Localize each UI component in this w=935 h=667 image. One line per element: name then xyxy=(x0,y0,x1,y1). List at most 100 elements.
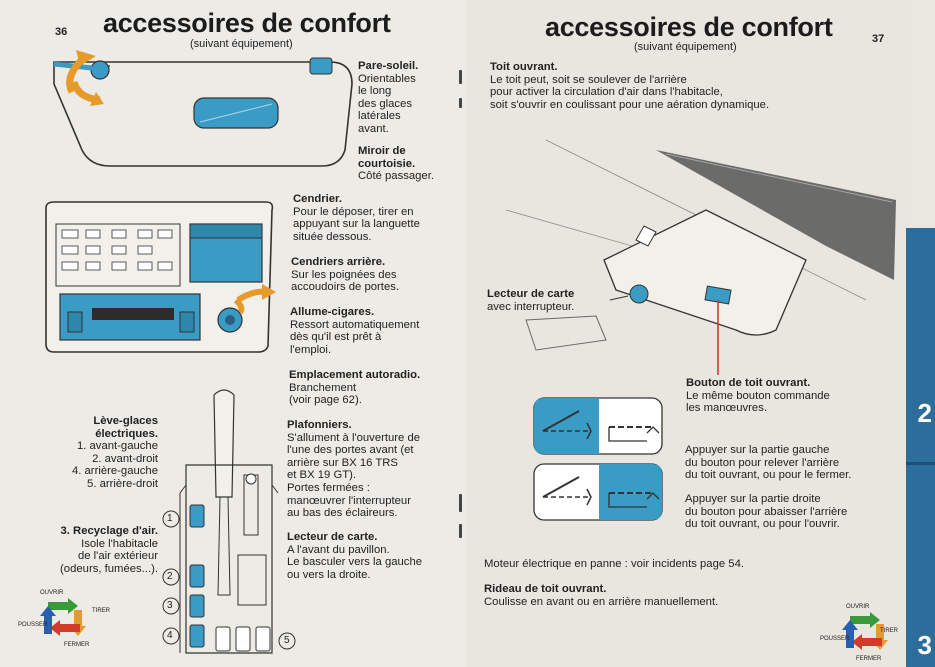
map-reader-heading: Lecteur de carte xyxy=(487,288,575,300)
ashtray-line: Pour le déposer, tirer en xyxy=(293,205,414,218)
press-left-line: du bouton pour relever l'arrière xyxy=(685,456,840,469)
ceiling-lights-line: l'une des portes avant (et xyxy=(287,444,414,457)
motor-failure-text: Moteur électrique en panne : voir incide… xyxy=(484,558,744,570)
lighter-line: dès qu'il est prêt à xyxy=(290,331,382,344)
roof-switch-left-pressed-diagram xyxy=(533,397,663,455)
direction-legend-icon xyxy=(40,598,86,636)
windows-heading: Lève-glaces xyxy=(93,415,158,427)
press-left-text: Appuyer sur la partie gauche du bouton p… xyxy=(685,444,851,482)
sunvisor-line: des glaces xyxy=(358,97,413,110)
sunroof-line: soit s'ouvrir en coulissant pour une aér… xyxy=(490,98,770,111)
legend-close: FERMER xyxy=(64,642,90,648)
console-illustration xyxy=(162,389,296,654)
roof-button-text: Bouton de toit ouvrant. Le même bouton c… xyxy=(686,377,830,415)
radio-heading: Emplacement autoradio. xyxy=(289,369,421,381)
press-right-line: du bouton pour abaisser l'arrière xyxy=(685,505,848,518)
lighter-heading: Allume-cigares. xyxy=(290,306,375,318)
legend-pull: TIRER xyxy=(92,608,110,614)
tab-divider xyxy=(906,462,935,465)
recycle-line: Isole l'habitacle xyxy=(81,537,158,550)
rear-ashtrays-line: accoudoirs de portes. xyxy=(291,281,400,294)
roof-button-heading: Bouton de toit ouvrant. xyxy=(686,377,811,389)
legend-open: OUVRIR xyxy=(40,590,64,596)
ashtray-line: appuyant sur la languette xyxy=(293,218,420,231)
press-right-text: Appuyer sur la partie droite du bouton p… xyxy=(685,493,847,531)
section-tabs: 2 3 xyxy=(906,228,935,667)
legend-pull: TIRER xyxy=(880,628,898,634)
direction-legend-icon xyxy=(842,612,888,650)
sunvisor-line: Orientables xyxy=(358,72,416,85)
sunroof-line: Le toit peut, soit se soulever de l'arri… xyxy=(490,73,687,86)
ceiling-lights-line: S'allument à l'ouverture de xyxy=(287,431,421,444)
reader-text: Lecteur de carte. A l'avant du pavillon.… xyxy=(287,531,422,581)
left-page-subtitle: (suivant équipement) xyxy=(190,38,293,50)
ashtray-line: située dessous. xyxy=(293,230,372,243)
ashtray-heading: Cendrier. xyxy=(293,193,342,205)
sunroof-line: pour activer la circulation d'air dans l… xyxy=(490,86,723,99)
legend-close: FERMER xyxy=(856,656,882,662)
roof-switch-right-pressed-diagram xyxy=(533,463,663,521)
left-page-number: 36 xyxy=(55,26,68,38)
binding-stitch xyxy=(459,494,462,512)
lighter-line: Ressort automatiquement xyxy=(290,318,420,331)
right-page: accessoires de confort (suivant équipeme… xyxy=(466,0,906,667)
legend-push: POUSSER xyxy=(820,636,850,642)
sunvisor-line: avant. xyxy=(358,122,389,135)
switch-number-5: 5 xyxy=(284,635,290,646)
lighter-text: Allume-cigares. Ressort automatiquement … xyxy=(290,306,419,356)
switch-number-4: 4 xyxy=(167,630,173,641)
ashtray-text: Cendrier. Pour le déposer, tirer en appu… xyxy=(293,193,420,243)
binding-stitch xyxy=(459,98,462,108)
rear-ashtrays-heading: Cendriers arrière. xyxy=(291,256,386,268)
windows-line: 2. avant-droit xyxy=(92,452,158,465)
press-left-line: Appuyer sur la partie gauche xyxy=(685,444,830,456)
mirror-line: Côté passager. xyxy=(358,170,434,183)
radio-text: Emplacement autoradio. Branchement (voir… xyxy=(289,369,420,407)
sunvisor-text: Pare-soleil. Orientables le long des gla… xyxy=(358,60,418,136)
reader-heading: Lecteur de carte. xyxy=(287,531,378,543)
windows-line: 4. arrière-gauche xyxy=(71,465,158,478)
tab-3: 3 xyxy=(917,630,932,660)
left-page-title: accessoires de confort xyxy=(103,8,391,38)
roof-button-line: les manœuvres. xyxy=(686,402,767,415)
recycle-line: (odeurs, fumées...). xyxy=(60,562,158,575)
switch-number-2: 2 xyxy=(167,571,173,582)
windows-line: 5. arrière-droit xyxy=(87,477,158,490)
sunvisor-illustration xyxy=(53,50,353,167)
map-reader-text: Lecteur de carte avec interrupteur. xyxy=(487,288,574,313)
sunvisor-line: latérales xyxy=(358,110,401,123)
rear-ashtrays-line: Sur les poignées des xyxy=(291,268,397,281)
roof-console-illustration xyxy=(505,139,896,375)
dashboard-illustration xyxy=(45,201,276,353)
right-page-subtitle: (suivant équipement) xyxy=(634,41,737,53)
recycle-line: de l'air extérieur xyxy=(77,550,158,563)
legend-push: POUSSER xyxy=(18,622,48,628)
sunvisor-line: le long xyxy=(358,85,392,98)
binding-stitch xyxy=(459,524,462,538)
legend-open: OUVRIR xyxy=(846,604,870,610)
map-reader-line: avec interrupteur. xyxy=(487,300,575,313)
reader-line: ou vers la droite. xyxy=(287,568,371,581)
reader-line: Le basculer vers la gauche xyxy=(287,556,423,569)
blind-heading: Rideau de toit ouvrant. xyxy=(484,583,607,595)
ceiling-lights-line: Portes fermées : xyxy=(287,481,370,494)
press-right-line: Appuyer sur la partie droite xyxy=(685,493,821,505)
press-right-line: du toit ouvrant, ou pour l'ouvrir. xyxy=(685,518,840,531)
windows-line: 1. avant-gauche xyxy=(76,440,158,453)
press-left-line: du toit ouvrant, ou pour le fermer. xyxy=(685,469,852,482)
right-page-number: 37 xyxy=(872,33,885,45)
blind-text: Rideau de toit ouvrant. Coulisse en avan… xyxy=(484,583,718,608)
rear-ashtrays-text: Cendriers arrière. Sur les poignées des … xyxy=(291,256,399,294)
mirror-heading: Miroir de xyxy=(358,145,406,157)
right-page-title: accessoires de confort xyxy=(545,12,833,42)
blind-line: Coulisse en avant ou en arrière manuelle… xyxy=(484,595,719,608)
ceiling-lights-heading: Plafonniers. xyxy=(287,419,352,431)
lighter-line: l'emploi. xyxy=(290,343,332,356)
mirror-heading: courtoisie. xyxy=(358,157,416,170)
binding-stitch xyxy=(459,70,462,84)
ceiling-lights-line: arrière sur BX 16 TRS xyxy=(287,456,398,469)
ceiling-lights-line: et BX 19 GT). xyxy=(287,469,357,482)
recycle-text: 3. Recyclage d'air. Isole l'habitacle de… xyxy=(20,525,158,575)
ceiling-lights-line: manœuvrer l'interrupteur xyxy=(287,494,411,507)
